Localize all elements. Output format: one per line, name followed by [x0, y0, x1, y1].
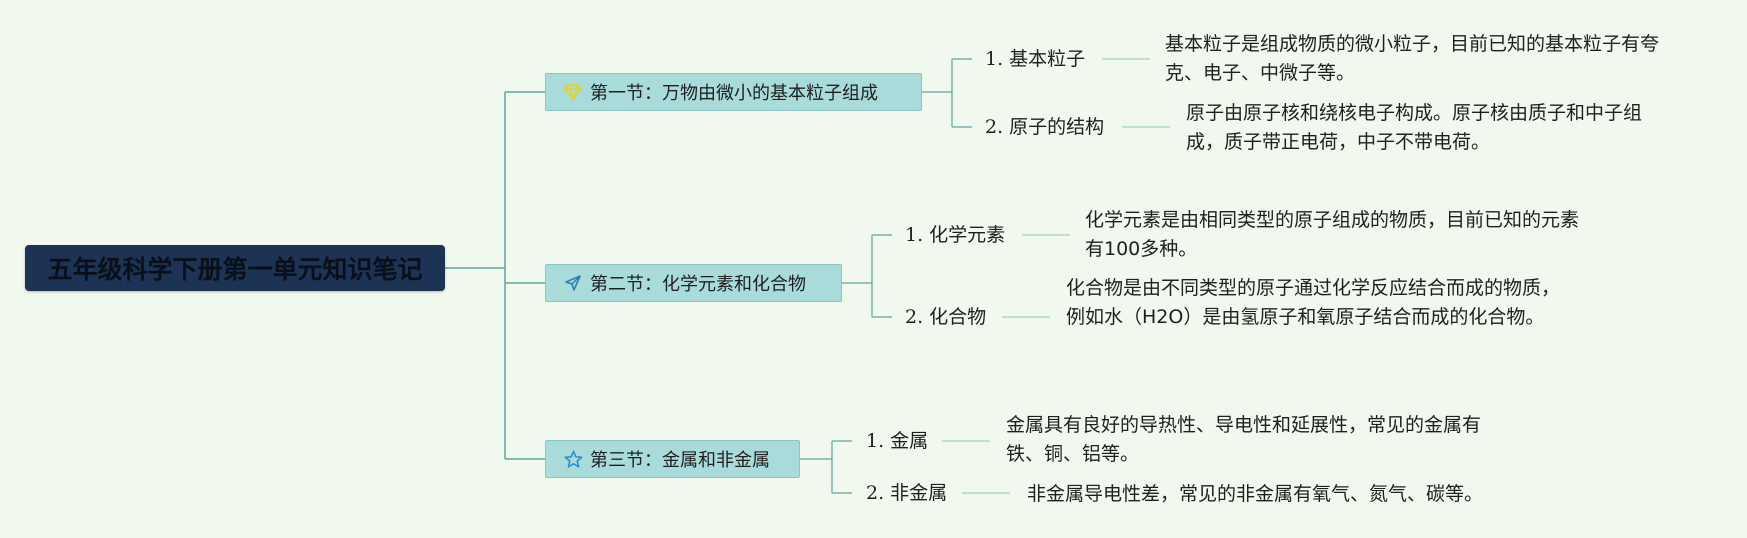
section-3-branch [800, 440, 852, 494]
section-2-item-1-desc: 化学元素是由相同类型的原子组成的物质，目前已知的元素有100多种。 [1085, 209, 1580, 260]
root-node[interactable]: 五年级科学下册第一单元知识笔记 [25, 245, 445, 291]
diamond-icon [562, 81, 584, 103]
section-3-node[interactable]: 第三节：金属和非金属 [545, 440, 800, 478]
section-3-item-1-desc: 金属具有良好的导热性、导电性和延展性，常见的金属有铁、铜、铝等。 [1006, 414, 1482, 465]
section-1-item-1-desc: 基本粒子是组成物质的微小粒子，目前已知的基本粒子有夸克、电子、中微子等。 [1165, 33, 1660, 84]
section-3-label: 第三节：金属和非金属 [590, 450, 770, 471]
section-2-branch [842, 234, 892, 318]
paper-plane-icon [562, 272, 584, 294]
section-3-item-1-label[interactable]: 1. 金属 [866, 430, 929, 452]
section-2-item-2-desc: 化合物是由不同类型的原子通过化学反应结合而成的物质，例如水（H2O）是由氢原子和… [1066, 277, 1561, 328]
section-2-item-2-label[interactable]: 2. 化合物 [905, 306, 987, 328]
section-3-item-2-desc: 非金属导电性差，常见的非金属有氧气、氮气、碳等。 [1027, 483, 1484, 505]
section-1-label: 第一节：万物由微小的基本粒子组成 [590, 83, 878, 104]
section-2-item-1-label[interactable]: 1. 化学元素 [905, 224, 1006, 246]
section-2-label: 第二节：化学元素和化合物 [590, 274, 806, 295]
star-icon [562, 448, 584, 470]
section-1-branch [922, 58, 972, 128]
section-3-item-2-label[interactable]: 2. 非金属 [866, 482, 948, 504]
section-1-node[interactable]: 第一节：万物由微小的基本粒子组成 [545, 73, 922, 111]
root-title: 五年级科学下册第一单元知识笔记 [47, 255, 423, 284]
section-1-item-1-label[interactable]: 1. 基本粒子 [985, 48, 1086, 70]
section-2-node[interactable]: 第二节：化学元素和化合物 [545, 264, 842, 302]
section-1-item-2-desc: 原子由原子核和绕核电子构成。原子核由质子和中子组成，质子带正电荷，中子不带电荷。 [1186, 102, 1643, 153]
section-1-item-2-label[interactable]: 2. 原子的结构 [985, 116, 1105, 138]
